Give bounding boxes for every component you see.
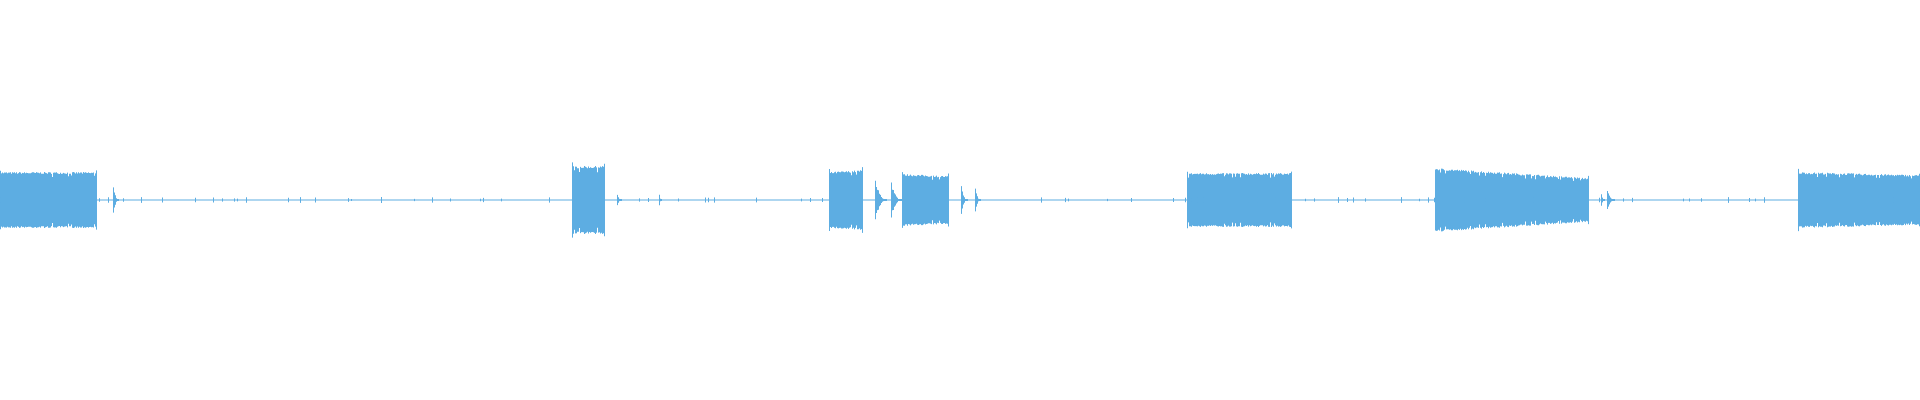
waveform-block-0 bbox=[0, 170, 97, 230]
waveform-spike-3 bbox=[617, 194, 622, 206]
waveform-spike-7 bbox=[891, 182, 902, 218]
waveform-spike-14 bbox=[1607, 191, 1615, 209]
waveform-spike-6 bbox=[875, 180, 887, 220]
waveform-spike-4 bbox=[659, 194, 662, 206]
waveform-block-12 bbox=[1435, 168, 1589, 232]
waveform-segments bbox=[0, 162, 1920, 238]
waveform-spike-13 bbox=[1601, 194, 1605, 206]
waveform-spike-9 bbox=[961, 186, 968, 214]
waveform-block-15 bbox=[1798, 168, 1920, 232]
waveform-block-8 bbox=[902, 172, 949, 228]
waveform-block-2 bbox=[572, 162, 605, 238]
waveform-spike-10 bbox=[975, 188, 981, 212]
waveform-block-5 bbox=[829, 167, 863, 233]
waveform-noise-floor bbox=[0, 197, 1915, 203]
